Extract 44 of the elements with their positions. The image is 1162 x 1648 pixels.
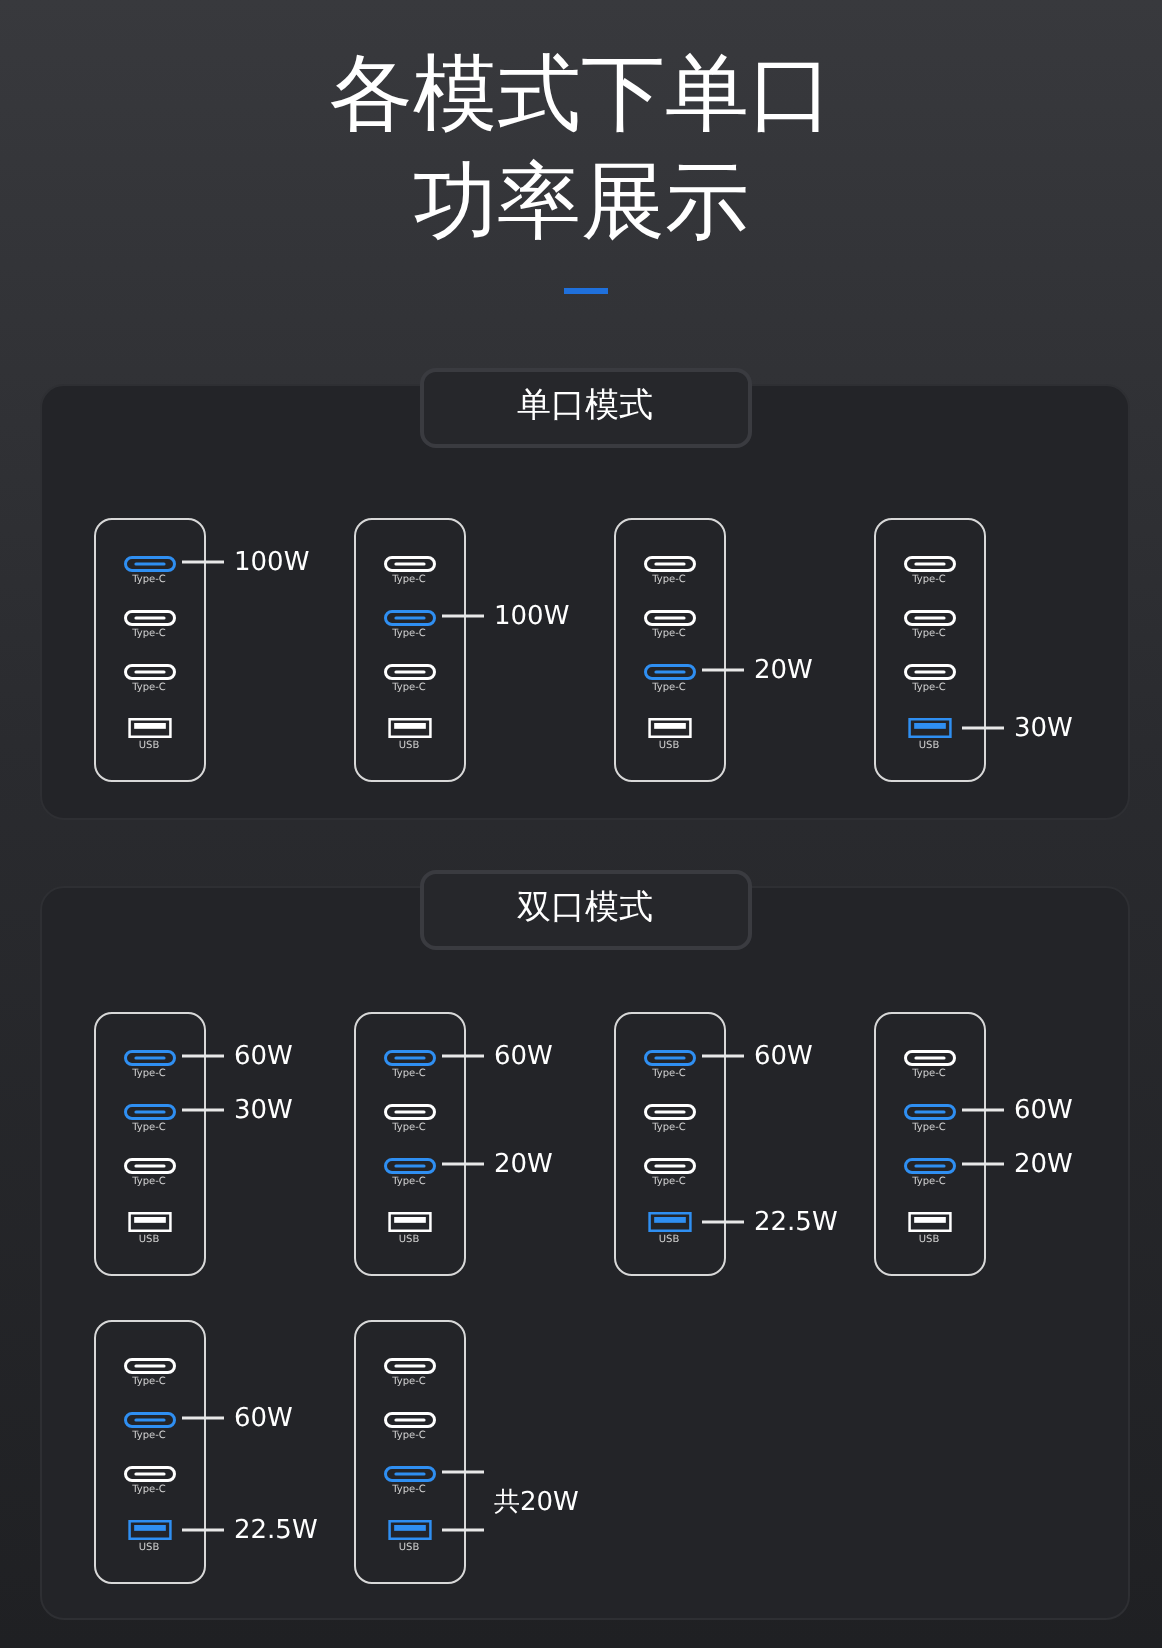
section-tab: 单口模式 [419, 368, 751, 448]
charger-outline [94, 1320, 206, 1584]
leader-line [182, 560, 224, 564]
charger-outline [354, 518, 466, 782]
page-title: 各模式下单口功率展示 [327, 42, 835, 254]
wattage-label: 共20W [494, 1470, 598, 1536]
leader-line [962, 726, 1004, 730]
leader-line [442, 1054, 484, 1058]
leader-line [962, 1162, 1004, 1166]
leader-line [442, 1528, 484, 1532]
charger-outline [354, 1320, 466, 1584]
leader-line [442, 1470, 484, 1474]
leader-line [182, 1416, 224, 1420]
leader-line [182, 1054, 224, 1058]
wattage-label: 100W [234, 546, 338, 582]
wattage-label: 60W [234, 1040, 338, 1076]
wattage-label: 60W [494, 1040, 598, 1076]
wattage-label: 20W [494, 1148, 598, 1184]
leader-line [442, 614, 484, 618]
leader-line [702, 668, 744, 672]
leader-line [702, 1220, 744, 1224]
leader-line [182, 1528, 224, 1532]
leader-line [182, 1108, 224, 1112]
charger-outline [354, 1012, 466, 1276]
wattage-label: 60W [234, 1402, 338, 1438]
wattage-label: 20W [754, 654, 858, 690]
wattage-label: 20W [1014, 1148, 1118, 1184]
leader-line [702, 1054, 744, 1058]
charger-outline [874, 518, 986, 782]
charger-outline [874, 1012, 986, 1276]
section-tab: 双口模式 [419, 870, 751, 950]
wattage-label: 30W [234, 1094, 338, 1130]
wattage-label: 22.5W [234, 1514, 338, 1550]
wattage-label: 22.5W [754, 1206, 858, 1242]
wattage-label: 100W [494, 600, 598, 636]
charger-outline [614, 518, 726, 782]
charger-outline [614, 1012, 726, 1276]
leader-line [962, 1108, 1004, 1112]
wattage-label: 30W [1014, 712, 1118, 748]
wattage-label: 60W [754, 1040, 858, 1076]
leader-line [442, 1162, 484, 1166]
wattage-label: 60W [1014, 1094, 1118, 1130]
charger-outline [94, 518, 206, 782]
charger-outline [94, 1012, 206, 1276]
